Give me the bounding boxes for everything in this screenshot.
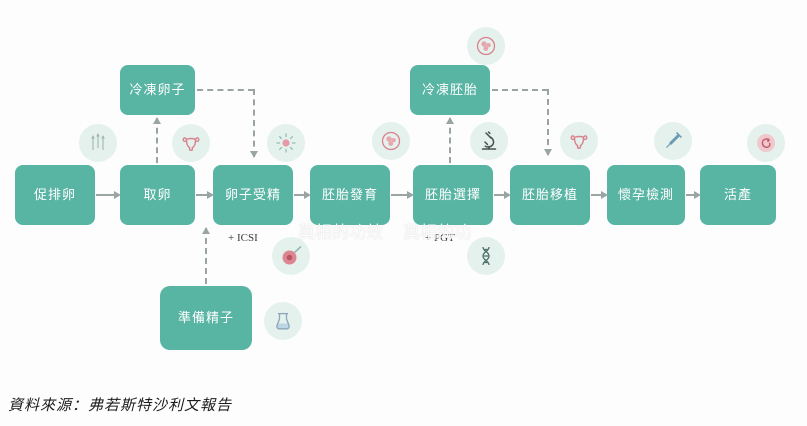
step-fertilization: 卵子受精 bbox=[213, 165, 293, 225]
pipette-icon bbox=[654, 122, 692, 160]
newborn-icon bbox=[747, 124, 785, 162]
flow-arrow-2 bbox=[196, 191, 214, 199]
step-ovulation-induction: 促排卵 bbox=[15, 165, 95, 225]
dashed-arrow-frozen-embryos-to-transfer bbox=[544, 89, 552, 156]
uterus-icon bbox=[172, 124, 210, 162]
flow-arrow-6 bbox=[591, 191, 608, 199]
dashed-arrow-sperm-to-fertilization bbox=[202, 227, 210, 284]
step-embryo-development: 胚胎發育 bbox=[310, 165, 390, 225]
frozen-embryos-box: 冷凍胚胎 bbox=[410, 65, 490, 115]
flow-arrow-7 bbox=[686, 191, 701, 199]
flow-arrow-3 bbox=[294, 191, 311, 199]
step-live-birth: 活產 bbox=[700, 165, 776, 225]
flow-arrow-4 bbox=[391, 191, 414, 199]
icsi-injection-icon bbox=[272, 237, 310, 275]
embryo-cells-icon bbox=[372, 122, 410, 160]
frozen-embryo-icon bbox=[467, 27, 505, 65]
step-embryo-selection: 胚胎選擇 bbox=[413, 165, 493, 225]
flow-arrow-1 bbox=[96, 191, 121, 199]
icsi-note: + ICSI bbox=[228, 232, 258, 244]
frozen-eggs-box: 冷凍卵子 bbox=[120, 65, 195, 115]
step-pregnancy-test: 懷孕檢測 bbox=[607, 165, 685, 225]
dashed-line-frozen-embryos-right bbox=[492, 89, 548, 91]
pgt-note: + PGT bbox=[425, 232, 455, 244]
step-embryo-transfer: 胚胎移植 bbox=[510, 165, 590, 225]
dashed-arrow-selection-to-frozen-embryos bbox=[446, 117, 454, 163]
dashed-arrow-retrieval-to-frozen-eggs bbox=[153, 117, 161, 163]
injection-arrows-icon bbox=[79, 124, 117, 162]
dna-helix-icon bbox=[467, 237, 505, 275]
microscope-icon bbox=[470, 122, 508, 160]
fertilization-burst-icon bbox=[267, 124, 305, 162]
source-attribution: 資料來源：弗若斯特沙利文報告 bbox=[8, 398, 233, 414]
prepare-sperm-box: 準備精子 bbox=[160, 286, 252, 350]
step-egg-retrieval: 取卵 bbox=[120, 165, 195, 225]
dashed-arrow-frozen-eggs-to-fertilization bbox=[250, 89, 258, 158]
flow-arrow-5 bbox=[494, 191, 511, 199]
sperm-sample-icon bbox=[264, 302, 302, 340]
dashed-line-frozen-eggs-right bbox=[197, 89, 254, 91]
uterus-icon-2 bbox=[560, 122, 598, 160]
